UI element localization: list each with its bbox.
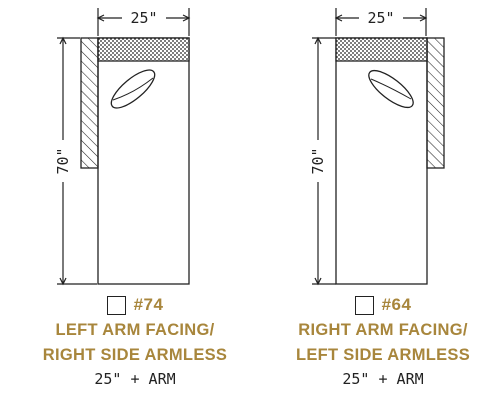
left-unit-code: #74: [133, 295, 164, 314]
right-depth-dimension: [312, 36, 336, 286]
right-unit-code: #64: [381, 295, 412, 314]
left-arm-rest: [80, 37, 99, 169]
checkbox-icon[interactable]: [354, 295, 374, 315]
right-code-row: #64: [268, 292, 484, 318]
right-unit-title-1: RIGHT ARM FACING/: [298, 321, 468, 339]
right-unit-label: #64 RIGHT ARM FACING/ LEFT SIDE ARMLESS …: [268, 292, 484, 390]
right-depth-label: 70": [309, 147, 327, 174]
left-width-label: 25": [130, 9, 157, 27]
left-unit-title-2: RIGHT SIDE ARMLESS: [42, 346, 228, 364]
right-width-dimension: [334, 8, 428, 36]
right-unit-drawing: 25" 70": [309, 8, 445, 286]
right-width-label: 25": [367, 9, 394, 27]
pillow-icon: [110, 69, 156, 109]
left-unit-drawing: 25" 70": [54, 8, 191, 286]
pillow-icon: [368, 69, 414, 109]
checkbox-icon[interactable]: [106, 295, 126, 315]
left-unit-label: #74 LEFT ARM FACING/ RIGHT SIDE ARMLESS …: [20, 292, 250, 390]
right-arm-rest: [426, 37, 445, 169]
left-depth-label: 70": [54, 147, 72, 174]
left-code-row: #74: [20, 292, 250, 318]
left-unit-dims: 25" + ARM: [94, 370, 176, 388]
left-back-cushion: [97, 37, 190, 62]
right-unit-dims: 25" + ARM: [342, 370, 424, 388]
left-width-dimension: [96, 8, 191, 36]
right-back-cushion: [335, 37, 428, 62]
left-depth-dimension: [57, 36, 97, 286]
right-unit-title-2: LEFT SIDE ARMLESS: [295, 346, 471, 364]
left-unit-title-1: LEFT ARM FACING/: [55, 321, 215, 339]
